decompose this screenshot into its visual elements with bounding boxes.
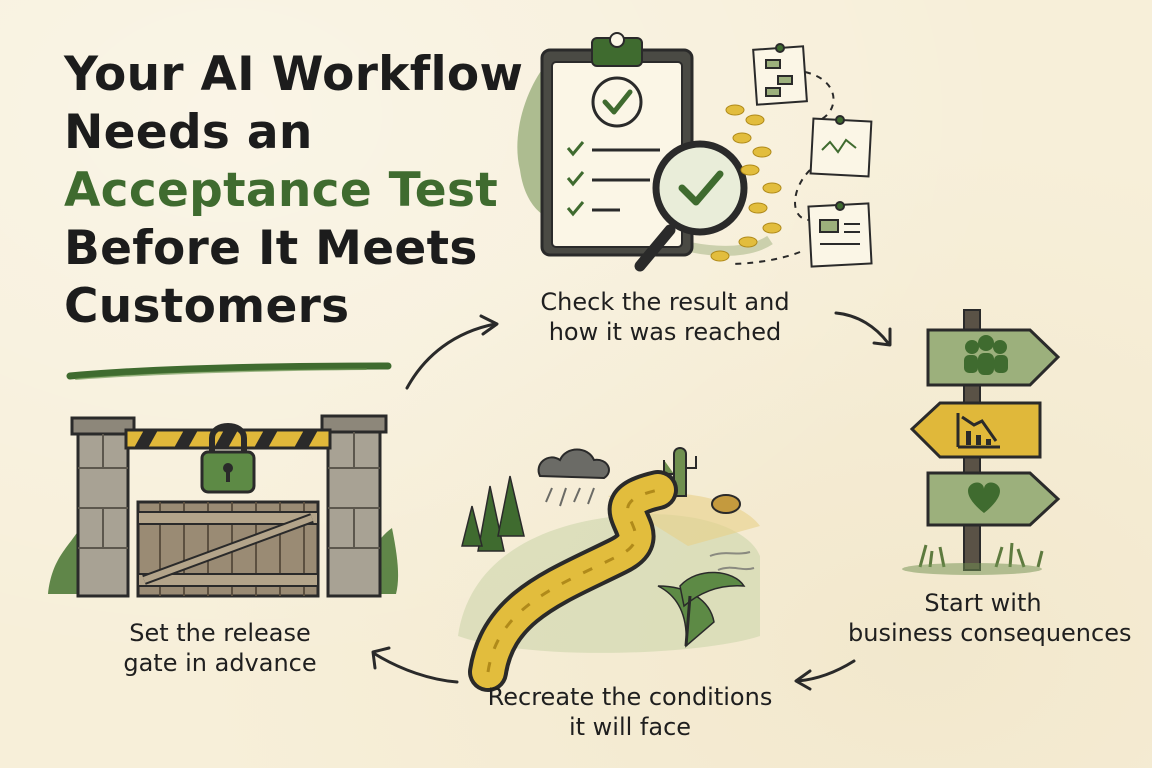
step-recreate-line-2: it will face [568, 713, 692, 741]
step-start-line-1: Start with [924, 589, 1042, 617]
arrow-gate-to-check [405, 314, 499, 390]
step-recreate-line-1: Recreate the conditions [487, 683, 773, 711]
locked-gate-icon [48, 414, 399, 598]
step-gate-line-1: Set the release [129, 619, 311, 647]
clipboard-magnifier-icon [517, 32, 873, 272]
step-check-line-2: how it was reached [548, 318, 782, 346]
title-underline [66, 362, 392, 380]
title-line-5: Customers [64, 279, 350, 334]
step-check-caption: Check the result and how it was reached [520, 287, 810, 347]
step-recreate-caption: Recreate the conditions it will face [470, 682, 790, 742]
step-start-line-2: business consequences [848, 619, 1132, 647]
step-start-caption: Start with business consequences [848, 588, 1132, 648]
title-line-2: Needs an [64, 105, 313, 160]
arrow-recreate-to-gate [371, 646, 459, 684]
title-line-4: Before It Meets [64, 221, 478, 276]
title-line-accent: Acceptance Test [64, 163, 498, 218]
arrow-start-to-recreate [794, 659, 856, 691]
arrow-check-to-start [834, 311, 892, 347]
signpost-icon [902, 309, 1061, 575]
step-check-line-1: Check the result and [540, 288, 790, 316]
page-title: Your AI Workflow Needs an Acceptance Tes… [64, 46, 524, 336]
step-gate-line-2: gate in advance [123, 649, 317, 677]
winding-road-icon [458, 447, 760, 692]
title-line-1: Your AI Workflow [64, 47, 524, 102]
step-gate-caption: Set the release gate in advance [100, 618, 340, 678]
